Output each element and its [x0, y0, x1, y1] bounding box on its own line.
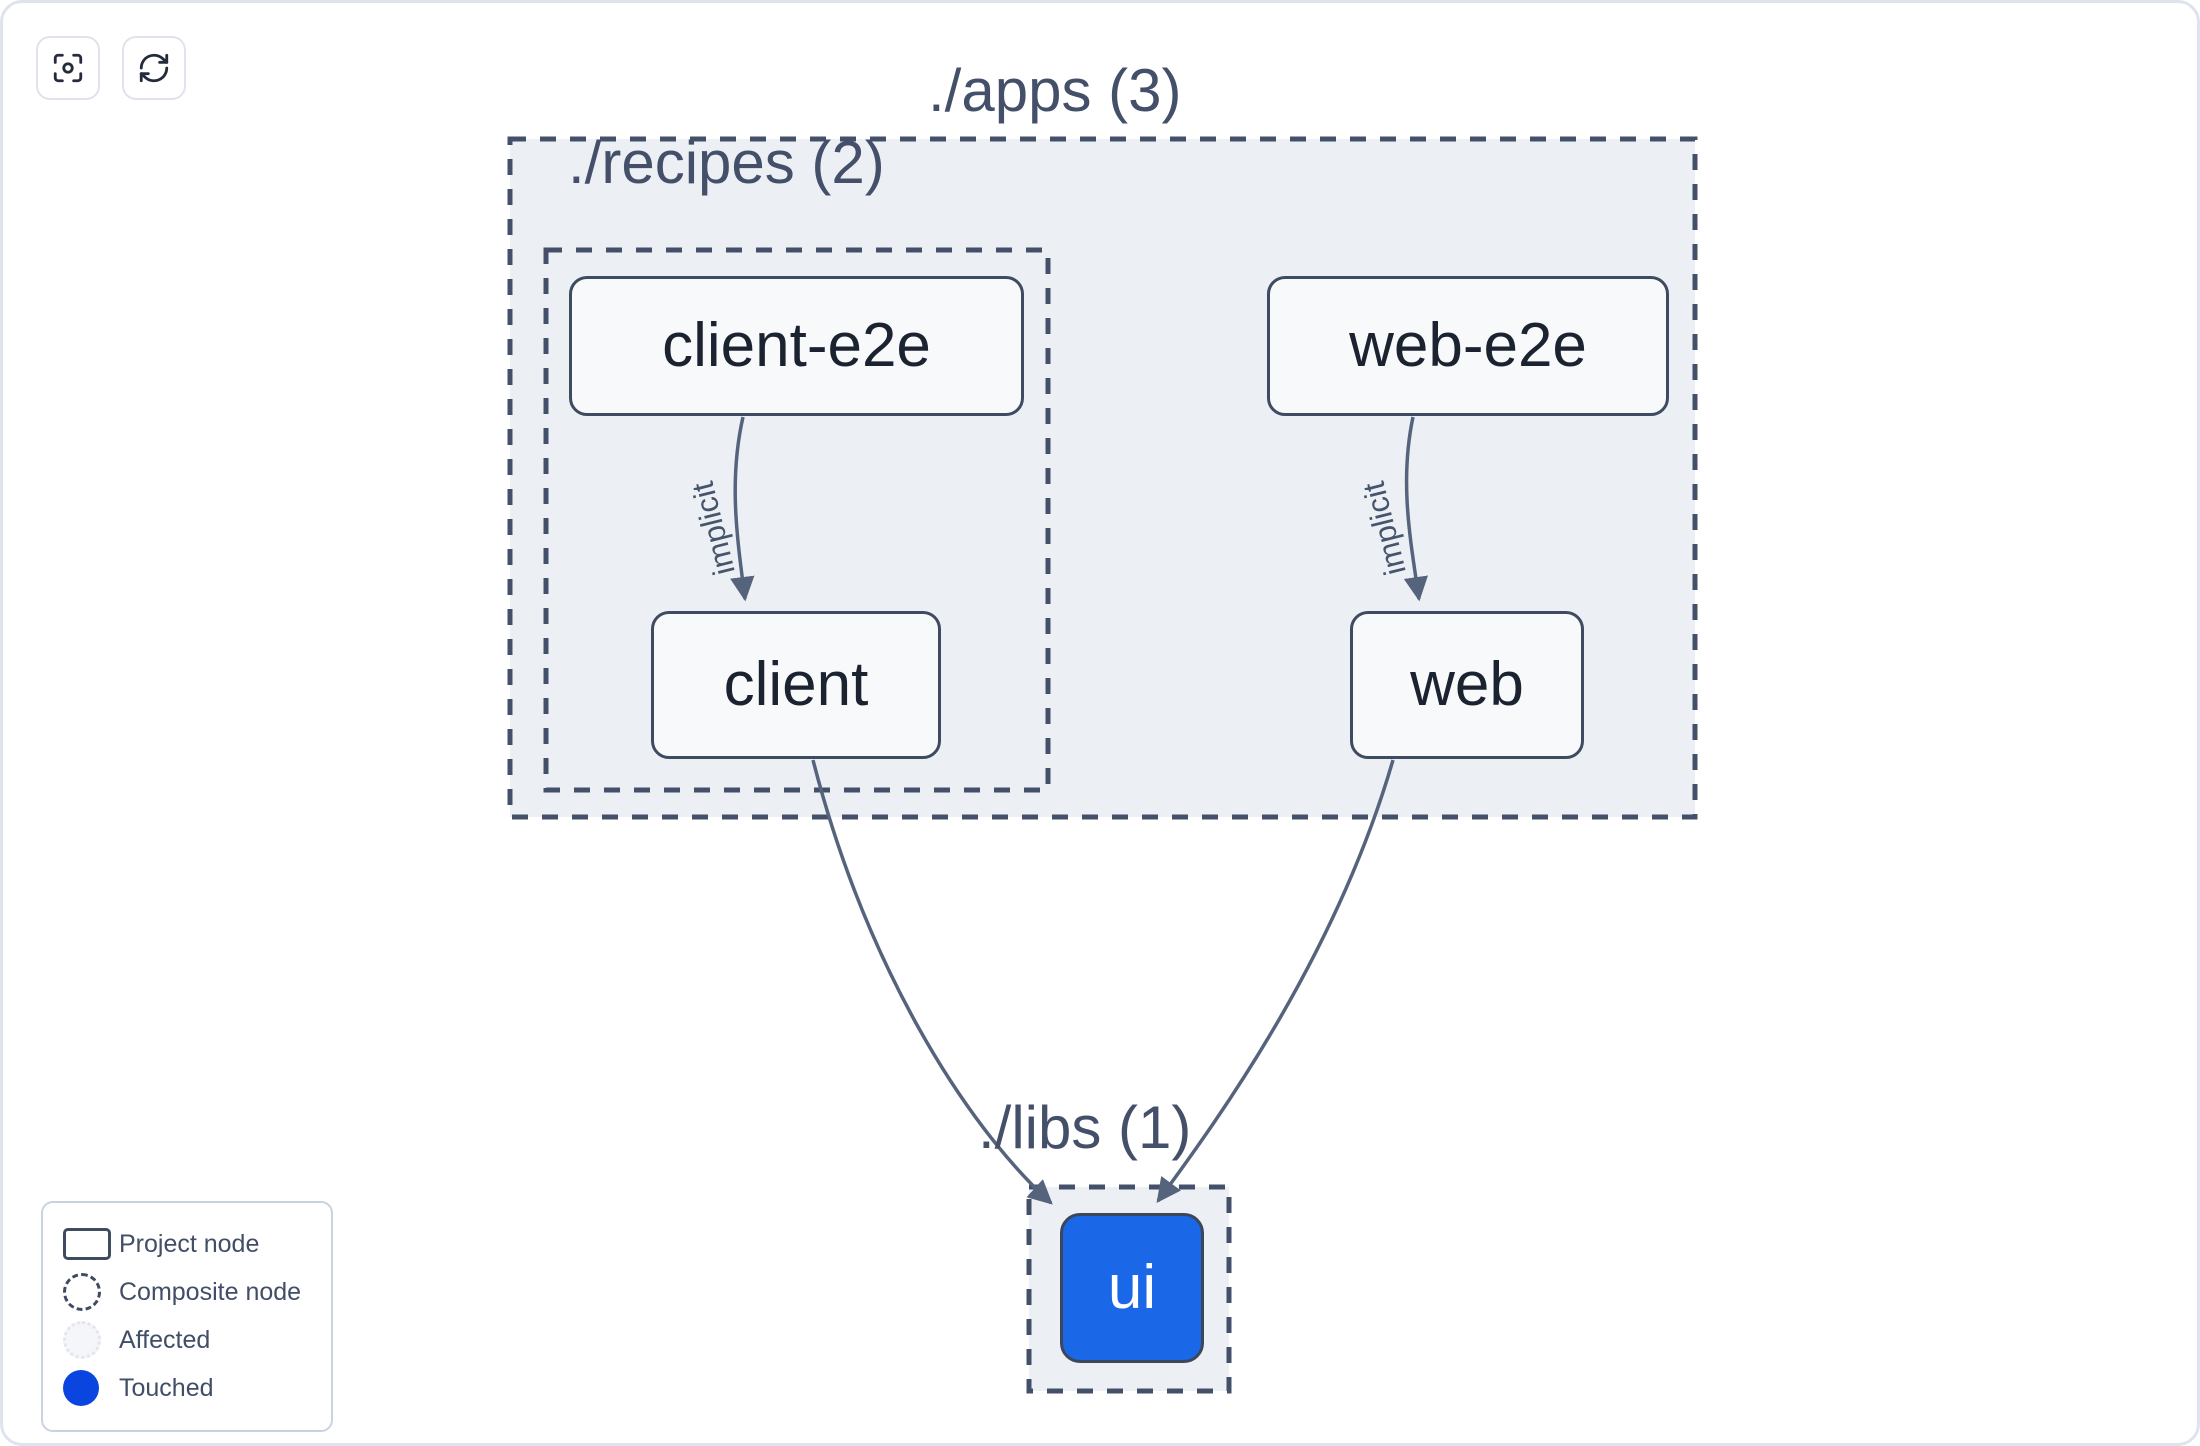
legend-item-touched: Touched: [63, 1364, 311, 1412]
project-node-web[interactable]: web: [1350, 611, 1584, 759]
focus-graph-button[interactable]: [36, 36, 100, 100]
legend-label-composite-node: Composite node: [119, 1277, 302, 1306]
edge-web-to-ui: [1156, 759, 1395, 1203]
refresh-icon: [137, 51, 171, 85]
edge-client-e2e-to-client: [730, 416, 755, 602]
project-node-client-e2e[interactable]: client-e2e: [569, 276, 1024, 416]
project-node-ui[interactable]: ui: [1060, 1213, 1204, 1363]
group-label-apps[interactable]: ./apps (3): [928, 57, 1182, 124]
group-label-recipes[interactable]: ./recipes (2): [568, 129, 885, 196]
composite-node-icon: [63, 1273, 119, 1311]
graph-toolbar: [36, 36, 186, 100]
focus-target-icon: [51, 51, 85, 85]
legend-item-affected: Affected: [63, 1316, 311, 1364]
legend-label-touched: Touched: [119, 1373, 214, 1402]
edge-client-to-ui: [811, 759, 1053, 1205]
refresh-graph-button[interactable]: [122, 36, 186, 100]
legend-item-composite-node: Composite node: [63, 1268, 311, 1316]
project-node-icon: [63, 1228, 119, 1260]
legend-item-project-node: Project node: [63, 1220, 311, 1268]
legend-label-project-node: Project node: [119, 1229, 260, 1258]
touched-node-icon: [63, 1370, 119, 1406]
graph-legend: Project node Composite node Affected Tou…: [41, 1201, 333, 1432]
project-node-web-e2e[interactable]: web-e2e: [1267, 276, 1669, 416]
group-label-libs[interactable]: ./libs (1): [978, 1094, 1192, 1161]
project-node-client[interactable]: client: [651, 611, 941, 759]
affected-node-icon: [63, 1321, 119, 1359]
legend-label-affected: Affected: [119, 1325, 211, 1354]
edge-web-e2e-to-web: [1403, 416, 1429, 602]
